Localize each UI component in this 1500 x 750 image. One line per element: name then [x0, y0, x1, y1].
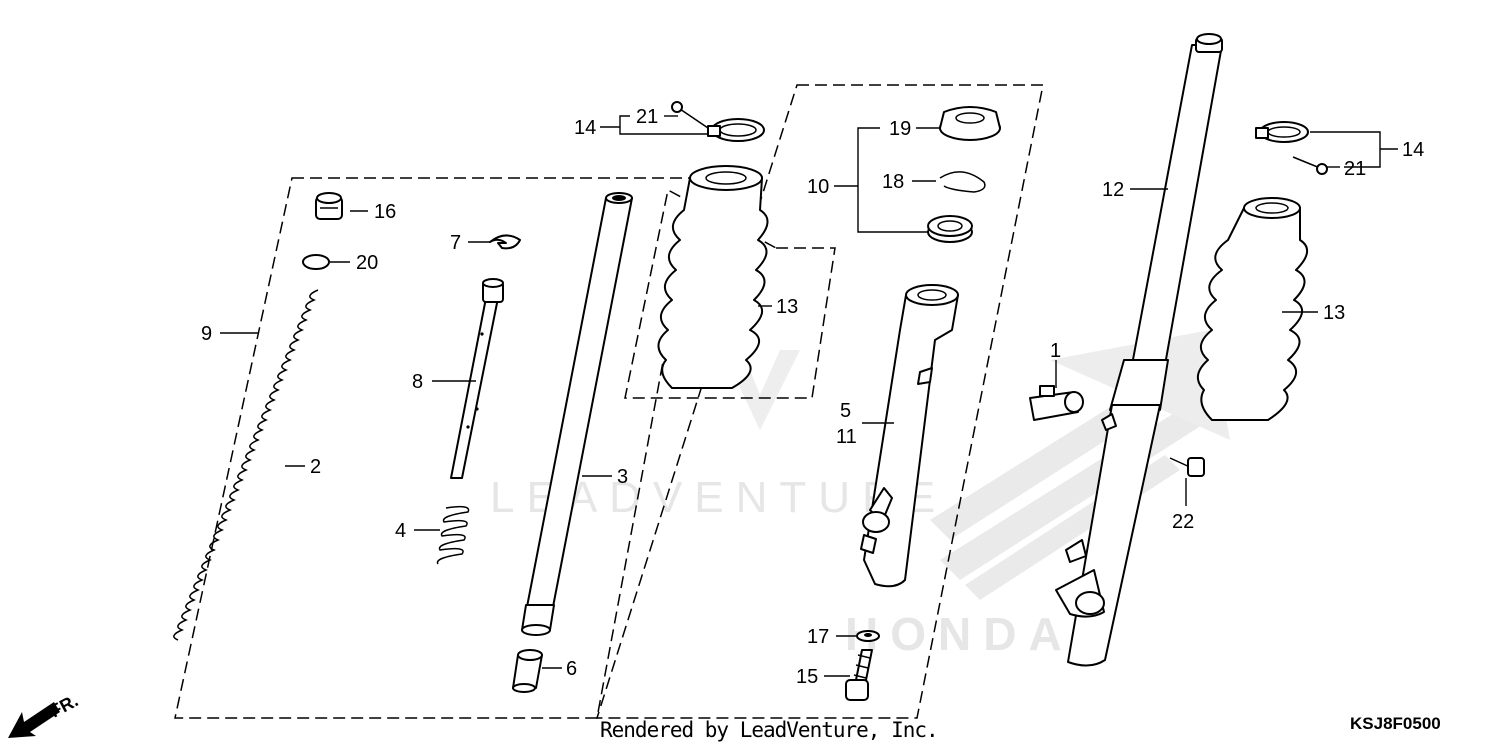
callout-10[interactable]: 10: [807, 176, 829, 198]
callout-13-right[interactable]: 13: [1323, 302, 1345, 324]
callout-15[interactable]: 15: [796, 666, 818, 688]
diagram-code: KSJ8F0500: [1350, 714, 1441, 733]
part-17-sealing-washer[interactable]: [856, 630, 880, 642]
callout-17[interactable]: 17: [807, 626, 829, 648]
callout-8[interactable]: 8: [412, 371, 423, 393]
part-14-boot-clamp-left[interactable]: [707, 118, 765, 142]
callout-1[interactable]: 1: [1050, 340, 1061, 362]
callout-18[interactable]: 18: [882, 171, 904, 193]
callout-6[interactable]: 6: [566, 658, 577, 680]
part-7-stopper-ring[interactable]: [489, 234, 521, 250]
callout-9[interactable]: 9: [201, 323, 212, 345]
callout-3[interactable]: 3: [617, 466, 628, 488]
part-8-damper-rod[interactable]: [450, 278, 504, 479]
part-13-fork-boot-left[interactable]: [657, 165, 769, 389]
part-4-rebound-spring[interactable]: [436, 505, 470, 565]
front-direction-arrow-icon: FR.: [8, 690, 81, 738]
callout-19[interactable]: 19: [889, 118, 911, 140]
honda-watermark: HONDA: [845, 608, 1074, 660]
callout-2[interactable]: 2: [310, 456, 321, 478]
callout-labels: 1 2 3 4 5 6 7 8 9 10 11 12 13 13 14 14 1…: [201, 106, 1424, 688]
part-14-boot-clamp-right[interactable]: [1255, 121, 1309, 143]
callout-14-left[interactable]: 14: [574, 117, 596, 139]
part-1-axle-holder[interactable]: [1029, 385, 1084, 421]
rendered-by-credit: Rendered by LeadVenture, Inc.: [600, 718, 939, 742]
callout-5[interactable]: 5: [840, 400, 851, 422]
callout-16[interactable]: 16: [374, 201, 396, 223]
part-21-clamp-screw-right[interactable]: [1292, 156, 1328, 175]
callout-14-right[interactable]: 14: [1402, 139, 1424, 161]
part-22-flange-bolt[interactable]: [1169, 457, 1205, 477]
leader-lines: [220, 115, 1398, 677]
part-21-clamp-screw-left[interactable]: [671, 101, 709, 129]
callout-11[interactable]: 11: [836, 426, 857, 448]
part-20-o-ring[interactable]: [302, 254, 330, 270]
callout-20[interactable]: 20: [356, 252, 378, 274]
part-5-11-bottom-case-left[interactable]: [860, 284, 959, 588]
part-15-socket-bolt[interactable]: [845, 649, 873, 701]
part-19-dust-seal[interactable]: [939, 106, 1001, 141]
part-13-fork-boot-right[interactable]: [1197, 197, 1308, 421]
callout-4[interactable]: 4: [395, 520, 406, 542]
callout-22[interactable]: 22: [1172, 511, 1194, 533]
outer-fork-group-frame: [595, 84, 1044, 719]
callout-21-left[interactable]: 21: [636, 106, 658, 128]
part-6-oil-lock-piece[interactable]: [512, 649, 543, 693]
part-12-right-fork-assembly[interactable]: [1055, 33, 1223, 667]
part-2-fork-spring[interactable]: [173, 289, 319, 641]
callout-12[interactable]: 12: [1102, 179, 1124, 201]
part-16-fork-bolt[interactable]: [315, 192, 343, 220]
part-10-oil-seal[interactable]: [927, 215, 973, 243]
callout-13-left[interactable]: 13: [776, 296, 798, 318]
part-18-oil-seal-clip[interactable]: [939, 171, 986, 193]
part-3-fork-pipe[interactable]: [521, 192, 633, 636]
callout-21-right[interactable]: 21: [1344, 158, 1366, 180]
callout-7[interactable]: 7: [450, 232, 461, 254]
